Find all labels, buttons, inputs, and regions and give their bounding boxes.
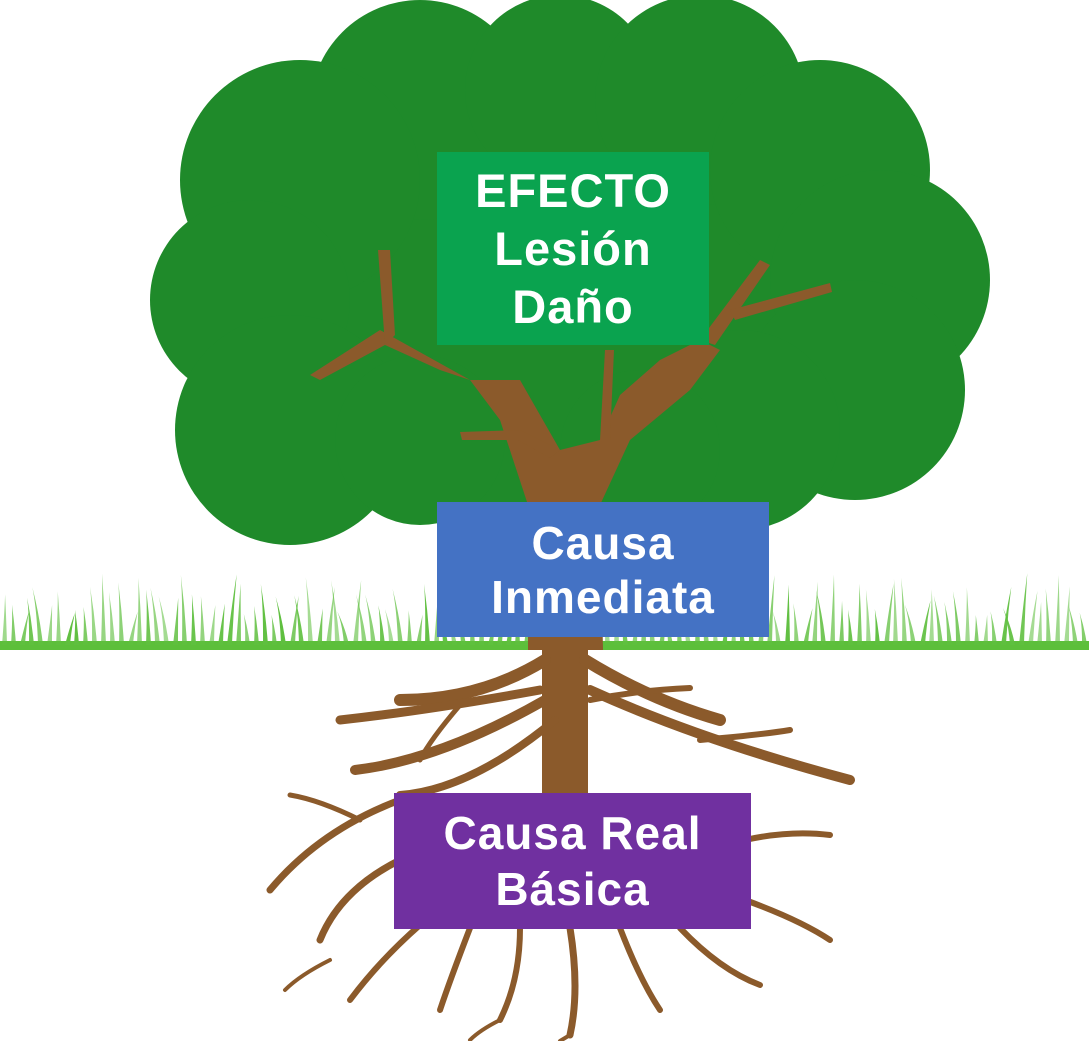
grass-blade (90, 586, 97, 645)
grass-blade (874, 609, 880, 645)
grass-blade (128, 611, 138, 645)
grass-blade (236, 583, 241, 645)
root-cause-line2: Básica (495, 863, 650, 915)
grass-blade (158, 596, 169, 645)
grass-blade (990, 611, 997, 645)
effect-injury-label: Lesión (494, 221, 652, 275)
grass-blade (974, 614, 979, 645)
grass-blade (857, 583, 862, 645)
grass-blade (74, 609, 79, 645)
grass-blade (407, 610, 412, 645)
immediate-cause-line1: Causa (531, 516, 675, 569)
grass-blade (416, 614, 423, 645)
grass-blade (243, 613, 250, 645)
grass-blade (793, 603, 799, 645)
grass-blade (1045, 588, 1051, 645)
grass-blade (108, 592, 115, 645)
grass-blade (260, 584, 268, 645)
grass-blade (803, 608, 813, 645)
grass-blade (180, 574, 187, 645)
grass-blade (839, 600, 844, 645)
grass-blade (983, 614, 988, 645)
grass-blade (920, 600, 931, 645)
grass-blade (11, 604, 16, 645)
grass-blade (1028, 591, 1038, 645)
grass-blade (191, 594, 196, 645)
immediate-cause-box: Causa Inmediata (437, 502, 769, 637)
grass-blade (830, 574, 835, 645)
grass-blade (275, 596, 286, 645)
grass-blade (785, 584, 790, 645)
grass-blade (1019, 573, 1028, 645)
effect-damage-label: Daño (512, 279, 634, 333)
grass-blade (294, 595, 304, 645)
grass-blade (83, 607, 88, 645)
grass-blade (1055, 575, 1060, 645)
grass-blade (101, 573, 106, 645)
grass-blade (331, 580, 340, 645)
grass-blade (378, 605, 385, 645)
grass-blade (1064, 586, 1070, 645)
grass-blade (271, 614, 277, 645)
grass-blade (20, 611, 29, 645)
immediate-cause-line2: Inmediata (491, 570, 715, 623)
grass-blade (305, 577, 313, 645)
grass-blade (337, 611, 349, 645)
grass-blade (355, 594, 367, 645)
grass-blade (772, 611, 781, 645)
grass-blade (848, 609, 853, 645)
grass-blade (209, 605, 216, 645)
grass-blade (1037, 601, 1042, 645)
tree-roots (266, 617, 855, 1041)
grass-blade (424, 583, 430, 645)
grass-blade (904, 604, 916, 645)
grass-blade (173, 597, 179, 645)
grass-blade (326, 587, 335, 645)
grass-blade (150, 587, 160, 645)
grass-blade (56, 591, 61, 645)
grass-blade (944, 602, 952, 645)
grass-blade (952, 591, 961, 645)
grass-blade (965, 587, 970, 645)
root-cause-box: Causa Real Básica (394, 793, 751, 929)
grass-blade (1079, 612, 1087, 645)
grass-blade (1068, 604, 1078, 645)
effect-box: EFECTO Lesión Daño (437, 152, 709, 345)
grass-blade (227, 574, 237, 645)
grass-blade (290, 595, 299, 645)
grass-blade (893, 578, 898, 645)
grass-blade (1003, 607, 1015, 645)
grass-blade (47, 605, 53, 645)
grass-blade (27, 597, 34, 645)
grass-blade (884, 583, 894, 645)
grass-blade (65, 612, 75, 645)
grass-blade (218, 603, 225, 645)
grass-blade (317, 608, 323, 645)
grass-blade (812, 581, 818, 645)
grass-blade (146, 589, 151, 645)
grass-blade (816, 590, 826, 645)
root-cause-line1: Causa Real (443, 807, 702, 859)
grass-blade (2, 594, 7, 645)
grass-blade (254, 605, 259, 645)
grass-blade (32, 587, 43, 645)
effect-title: EFECTO (475, 163, 671, 217)
grass-blade (929, 589, 934, 645)
grass-blade (933, 595, 943, 645)
grass-blade (901, 577, 907, 645)
grass-blade (392, 588, 403, 645)
grass-blade (384, 609, 394, 645)
grass-blade (353, 580, 362, 645)
grass-blade (865, 589, 871, 645)
grass-blade (200, 596, 205, 645)
grass-blade (365, 594, 376, 645)
grass-blade (118, 582, 124, 645)
grass-blade (137, 577, 142, 645)
